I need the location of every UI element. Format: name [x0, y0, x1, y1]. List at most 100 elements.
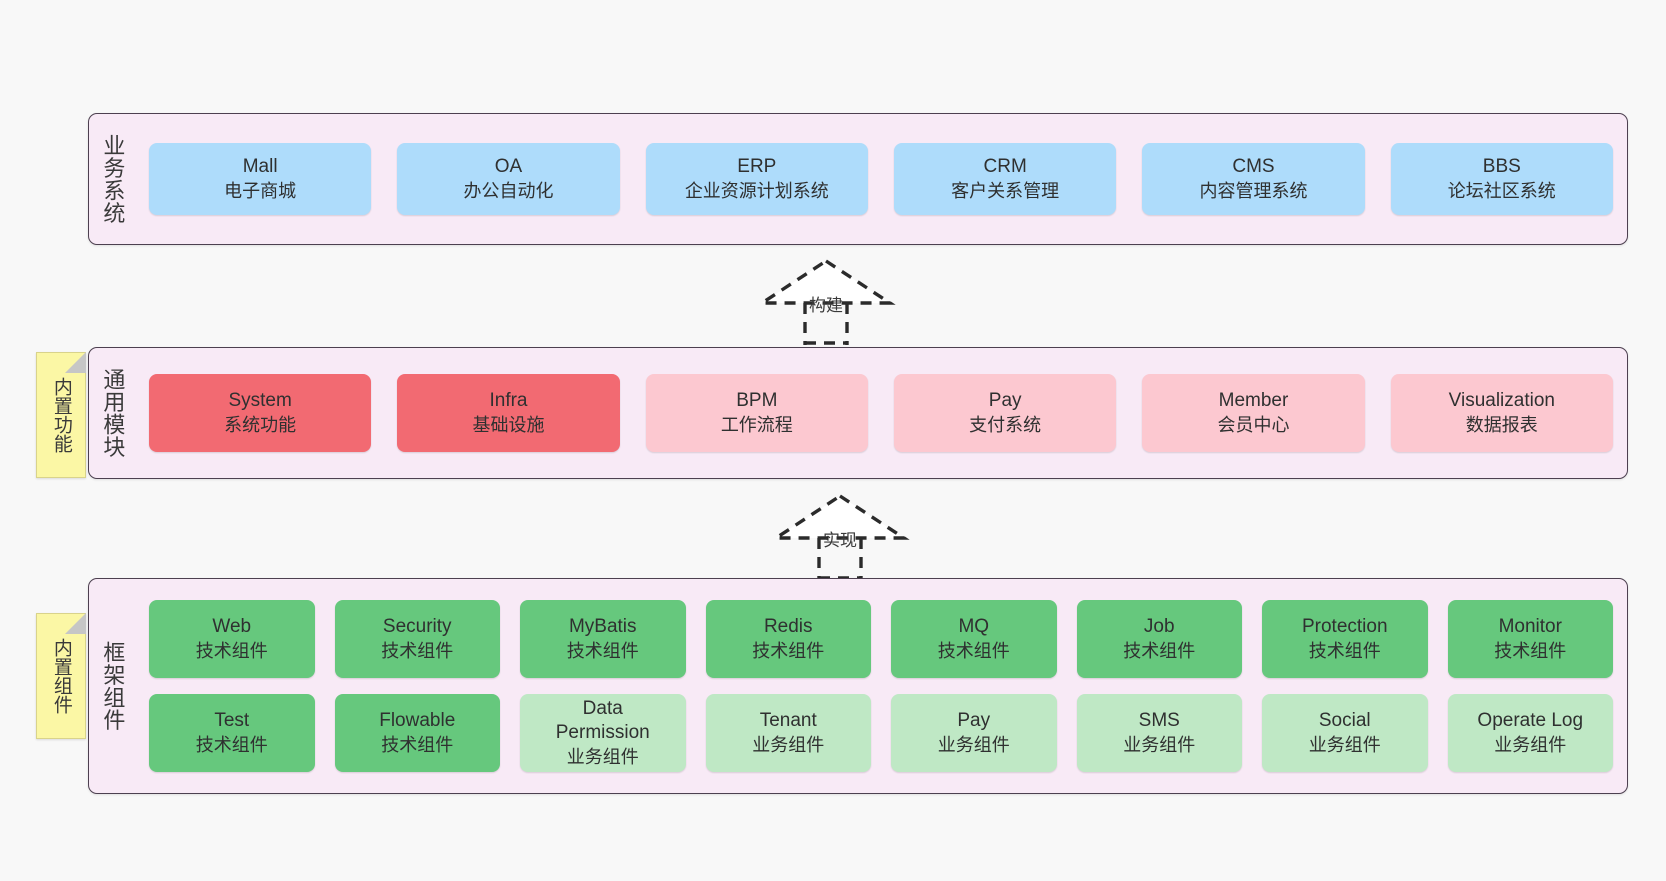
card-bbs[interactable]: BBS 论坛社区系统 — [1390, 143, 1613, 215]
card-cms[interactable]: CMS 内容管理系统 — [1142, 143, 1365, 215]
card-subtitle: 技术组件 — [381, 640, 454, 661]
implement-arrow-icon — [770, 493, 910, 580]
card-member[interactable]: Member 会员中心 — [1142, 374, 1365, 452]
card-operate-log[interactable]: Operate Log 业务组件 — [1447, 694, 1613, 772]
card-title: Test — [214, 710, 250, 732]
card-erp[interactable]: ERP 企业资源计划系统 — [645, 143, 868, 215]
card-title: Data Permission — [555, 698, 650, 744]
note-label: 内置组件 — [50, 638, 72, 714]
note-label: 内置功能 — [50, 377, 72, 453]
card-sms[interactable]: SMS 业务组件 — [1076, 694, 1242, 772]
card-protection[interactable]: Protection 技术组件 — [1262, 600, 1428, 678]
business-card-row: Mall 电子商城 OA 办公自动化 ERP 企业资源计划系统 CRM 客户关系… — [149, 143, 1613, 215]
card-title: Pay — [957, 710, 991, 732]
card-redis[interactable]: Redis 技术组件 — [705, 600, 871, 678]
card-title: Tenant — [759, 710, 817, 732]
card-data-permission[interactable]: Data Permission 业务组件 — [520, 694, 686, 772]
card-crm[interactable]: CRM 客户关系管理 — [893, 143, 1117, 215]
build-arrow-icon — [756, 258, 896, 345]
card-subtitle: 技术组件 — [195, 640, 268, 661]
card-pay-business[interactable]: Pay 业务组件 — [891, 694, 1057, 772]
connector-implement-label: 实现 — [823, 531, 857, 550]
card-job[interactable]: Job 技术组件 — [1076, 600, 1242, 678]
card-title: Operate Log — [1477, 710, 1584, 732]
card-social[interactable]: Social 业务组件 — [1262, 694, 1428, 772]
card-title: MyBatis — [568, 616, 637, 638]
card-test[interactable]: Test 技术组件 — [149, 694, 315, 772]
layer-title-common-module: 通用模块 — [100, 368, 126, 458]
layer-title-business-system: 业务系统 — [100, 134, 126, 224]
card-mall[interactable]: Mall 电子商城 — [149, 143, 372, 215]
card-bpm[interactable]: BPM 工作流程 — [645, 374, 868, 452]
card-subtitle: 数据报表 — [1465, 414, 1538, 435]
common-card-row: System 系统功能 Infra 基础设施 BPM 工作流程 Pay 支付系统… — [149, 374, 1613, 452]
card-subtitle: 业务组件 — [1494, 734, 1567, 755]
card-subtitle: 办公自动化 — [463, 180, 554, 201]
framework-card-row-business: Test 技术组件 Flowable 技术组件 Data Permission … — [149, 694, 1613, 772]
card-mq[interactable]: MQ 技术组件 — [891, 600, 1057, 678]
card-title: Protection — [1301, 616, 1388, 638]
card-subtitle: 技术组件 — [195, 734, 268, 755]
card-title: Infra — [489, 390, 528, 412]
card-subtitle: 业务组件 — [1123, 734, 1196, 755]
card-subtitle: 内容管理系统 — [1199, 180, 1308, 201]
card-title: Flowable — [379, 710, 456, 732]
layer-title-framework-component: 框架组件 — [100, 641, 126, 731]
connector-build: 构建 — [756, 255, 906, 345]
card-subtitle: 技术组件 — [566, 640, 639, 661]
card-title: System — [228, 390, 292, 412]
card-subtitle: 业务组件 — [752, 734, 825, 755]
card-subtitle: 技术组件 — [381, 734, 454, 755]
card-subtitle: 业务组件 — [937, 734, 1010, 755]
business-card-grid: Mall 电子商城 OA 办公自动化 ERP 企业资源计划系统 CRM 客户关系… — [135, 114, 1627, 244]
card-monitor[interactable]: Monitor 技术组件 — [1447, 600, 1613, 678]
card-flowable[interactable]: Flowable 技术组件 — [334, 694, 500, 772]
layer-framework-component: 框架组件 Web 技术组件 Security 技术组件 MyBatis 技术组件… — [88, 578, 1628, 794]
card-web[interactable]: Web 技术组件 — [149, 600, 315, 678]
card-visualization[interactable]: Visualization 数据报表 — [1390, 374, 1613, 452]
card-title: OA — [494, 156, 523, 178]
card-system[interactable]: System 系统功能 — [149, 374, 372, 452]
card-subtitle: 技术组件 — [1494, 640, 1567, 661]
card-security[interactable]: Security 技术组件 — [334, 600, 500, 678]
card-mybatis[interactable]: MyBatis 技术组件 — [520, 600, 686, 678]
card-subtitle: 技术组件 — [937, 640, 1010, 661]
card-subtitle: 技术组件 — [1308, 640, 1381, 661]
card-title: Web — [212, 616, 252, 638]
card-title: BPM — [736, 390, 778, 412]
card-title: CRM — [983, 156, 1027, 178]
card-title: Mall — [242, 156, 278, 178]
card-subtitle: 论坛社区系统 — [1447, 180, 1556, 201]
note-builtin-component: 内置组件 — [36, 613, 86, 739]
card-title: BBS — [1482, 156, 1521, 178]
card-infra[interactable]: Infra 基础设施 — [397, 374, 620, 452]
card-subtitle: 业务组件 — [566, 746, 639, 767]
card-title: ERP — [737, 156, 777, 178]
card-title: Social — [1318, 710, 1371, 732]
layer-common-module: 通用模块 System 系统功能 Infra 基础设施 BPM 工作流程 Pay… — [88, 347, 1628, 479]
card-title: Monitor — [1498, 616, 1562, 638]
card-tenant[interactable]: Tenant 业务组件 — [705, 694, 871, 772]
framework-card-grid: Web 技术组件 Security 技术组件 MyBatis 技术组件 Redi… — [135, 579, 1627, 793]
card-subtitle: 工作流程 — [720, 414, 793, 435]
framework-card-row-tech: Web 技术组件 Security 技术组件 MyBatis 技术组件 Redi… — [149, 600, 1613, 678]
card-pay[interactable]: Pay 支付系统 — [893, 374, 1117, 452]
layer-business-system: 业务系统 Mall 电子商城 OA 办公自动化 ERP 企业资源计划系统 CRM… — [88, 113, 1628, 245]
note-builtin-function: 内置功能 — [36, 352, 86, 478]
card-title: Redis — [763, 616, 813, 638]
card-subtitle: 技术组件 — [752, 640, 825, 661]
card-title: MQ — [958, 616, 990, 638]
connector-build-label: 构建 — [809, 296, 843, 315]
card-title: SMS — [1138, 710, 1180, 732]
card-subtitle: 基础设施 — [472, 414, 545, 435]
card-subtitle: 业务组件 — [1308, 734, 1381, 755]
card-title: Member — [1218, 390, 1289, 412]
card-title: Job — [1143, 616, 1175, 638]
card-oa[interactable]: OA 办公自动化 — [397, 143, 620, 215]
card-subtitle: 会员中心 — [1217, 414, 1290, 435]
card-subtitle: 客户关系管理 — [951, 180, 1060, 201]
card-title: CMS — [1232, 156, 1275, 178]
card-title: Pay — [988, 390, 1022, 412]
card-subtitle: 电子商城 — [224, 180, 297, 201]
card-title: Security — [382, 616, 452, 638]
